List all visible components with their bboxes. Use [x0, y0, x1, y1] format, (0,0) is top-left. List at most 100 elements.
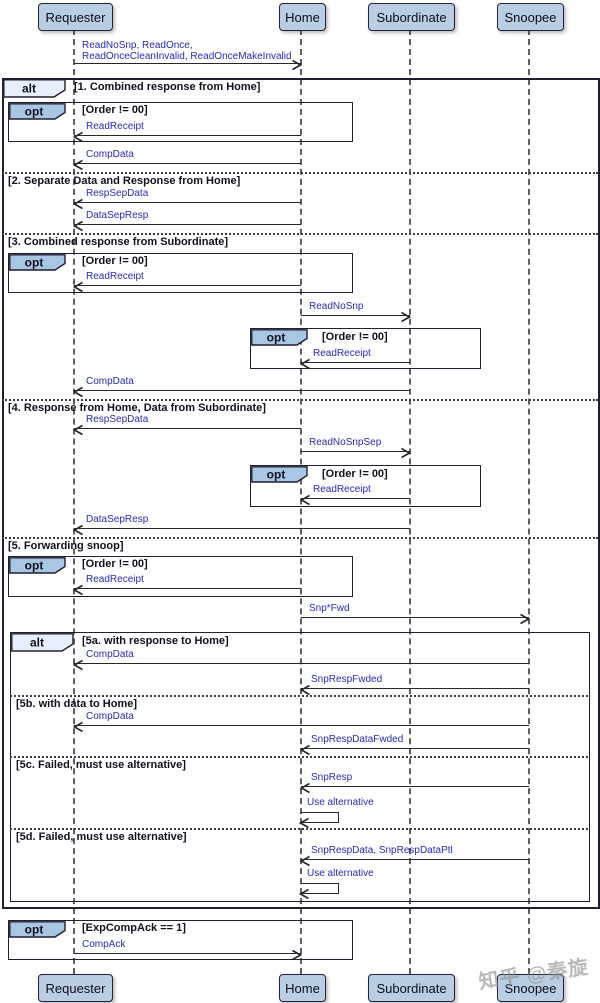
- opt-frame-2-tab: opt: [9, 254, 66, 271]
- lifeline-home: [300, 29, 302, 974]
- arrowhead-left-icon: [300, 744, 310, 755]
- arrowhead-left-icon: [300, 494, 310, 505]
- opt-frame-3-tab: opt: [251, 329, 308, 346]
- arrowhead-left-icon: [73, 198, 83, 209]
- message-label: ReadReceipt: [86, 574, 144, 585]
- section-divider: [2, 233, 598, 235]
- actor-subordinate-bottom: Subordinate: [368, 974, 455, 1002]
- lifeline-subordinate: [409, 29, 411, 974]
- message-arrow: [73, 386, 410, 397]
- alt-frame-1-tab: alt: [3, 79, 66, 98]
- svg-text:opt: opt: [25, 105, 44, 119]
- message-label: SnpResp: [311, 772, 353, 783]
- section-label: [2. Separate Data and Response from Home…: [8, 175, 241, 187]
- lifeline-snoopee: [528, 29, 530, 974]
- arrowhead-left-icon: [73, 659, 83, 670]
- message-arrow: [300, 855, 529, 866]
- alt-frame-2-condition: [5a. with response to Home]: [82, 635, 229, 647]
- message-arrow: [73, 659, 529, 670]
- opt-frame-4-tab: opt: [251, 466, 308, 483]
- message-arrow: [300, 782, 529, 793]
- arrowhead-left-icon: [300, 358, 310, 369]
- section-label: [3. Combined response from Subordinate]: [8, 236, 229, 248]
- arrowhead-left-icon: [73, 524, 83, 535]
- opt-frame-5: [8, 556, 353, 597]
- self-message-arrow: [299, 883, 339, 900]
- arrowhead-right-icon: [401, 447, 411, 458]
- message-label: Snp*Fwd: [309, 603, 350, 614]
- message-arrow: [74, 59, 302, 70]
- alt-frame-1: [2, 78, 600, 909]
- actor-requester-top: Requester: [38, 3, 113, 31]
- message-label: CompAck: [82, 939, 126, 950]
- arrowhead-left-icon: [73, 131, 83, 142]
- message-label: CompData: [86, 711, 134, 722]
- arrowhead-left-icon: [73, 424, 83, 435]
- arrowhead-left-icon: [73, 721, 83, 732]
- actor-snoopee-top: Snoopee: [497, 3, 564, 31]
- message-label: DataSepResp: [86, 210, 149, 221]
- message-label: CompData: [86, 376, 134, 387]
- section-label: [5. Forwarding snoop]: [8, 540, 124, 552]
- svg-text:opt: opt: [25, 256, 44, 270]
- svg-text:opt: opt: [25, 559, 44, 573]
- arrowhead-right-icon: [520, 613, 530, 624]
- arrowhead-right-icon: [292, 949, 302, 960]
- message-label: ReadNoSnp: [309, 301, 364, 312]
- message-label: RespSepData: [86, 188, 149, 199]
- message-label: DataSepResp: [86, 514, 149, 525]
- self-message-arrow: [299, 812, 339, 829]
- opt-frame-3-condition: [Order != 00]: [322, 331, 388, 343]
- actor-home-top: Home: [279, 3, 326, 31]
- message-label: SnpRespFwded: [311, 674, 383, 685]
- message-label: ReadNoSnpSep: [309, 437, 382, 448]
- message-arrow: [73, 198, 301, 209]
- message-label: ReadOnceCleanInvalid, ReadOnceMakeInvali…: [82, 51, 292, 62]
- message-label: ReadReceipt: [86, 121, 144, 132]
- opt-frame-2: [8, 253, 353, 293]
- message-arrow: [301, 447, 411, 458]
- opt-frame-4-condition: [Order != 00]: [322, 468, 388, 480]
- arrowhead-left-icon: [300, 782, 310, 793]
- message-label: ReadReceipt: [86, 271, 144, 282]
- opt-frame-5-tab: opt: [9, 557, 66, 574]
- arrowhead-left-icon: [300, 855, 310, 866]
- message-label: Use alternative: [307, 797, 374, 808]
- arrowhead-left-icon: [73, 159, 83, 170]
- message-arrow: [73, 281, 301, 292]
- opt-frame-4: [250, 465, 481, 507]
- opt-frame-3: [250, 328, 481, 369]
- alt-frame-2: [10, 632, 590, 902]
- arrowhead-left-icon: [299, 888, 309, 900]
- message-label: ReadNoSnp, ReadOnce,: [82, 40, 193, 51]
- section-divider: [2, 172, 598, 174]
- arrowhead-left-icon: [300, 684, 310, 695]
- message-label: SnpRespData, SnpRespDataPtl: [311, 845, 453, 856]
- svg-text:alt: alt: [30, 636, 44, 650]
- arrowhead-left-icon: [73, 281, 83, 292]
- message-arrow: [73, 584, 301, 595]
- actor-requester-bottom: Requester: [38, 974, 113, 1002]
- section-divider: [2, 537, 598, 539]
- message-label: SnpRespDataFwded: [311, 734, 404, 745]
- section-divider: [10, 695, 588, 697]
- svg-text:opt: opt: [267, 331, 286, 345]
- message-label: RespSepData: [86, 414, 149, 425]
- arrowhead-left-icon: [73, 386, 83, 397]
- arrowhead-right-icon: [292, 59, 302, 70]
- message-label: ReadReceipt: [313, 348, 371, 359]
- message-arrow: [301, 613, 530, 624]
- message-arrow: [73, 131, 301, 142]
- message-arrow: [73, 721, 529, 732]
- arrowhead-left-icon: [73, 584, 83, 595]
- section-divider: [10, 756, 588, 758]
- actor-snoopee-bottom: Snoopee: [497, 974, 564, 1002]
- opt-frame-1: [8, 102, 353, 142]
- section-label: [4. Response from Home, Data from Subord…: [8, 402, 266, 414]
- message-arrow: [300, 744, 529, 755]
- arrowhead-right-icon: [401, 311, 411, 322]
- section-label: [5c. Failed, must use alternative]: [16, 759, 186, 771]
- message-arrow: [73, 220, 301, 231]
- svg-text:alt: alt: [22, 82, 36, 96]
